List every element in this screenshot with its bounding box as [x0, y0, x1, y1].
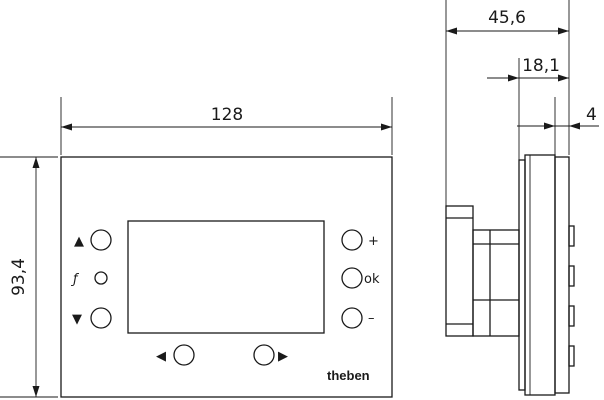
- left-button[interactable]: [173, 344, 195, 366]
- side-view: 45,6 18,1 4: [445, 0, 599, 396]
- service-button[interactable]: [94, 271, 108, 285]
- plus-label: +: [368, 234, 379, 249]
- width-label: 128: [211, 105, 243, 125]
- right-arrow-icon: ▶: [278, 349, 288, 364]
- depth-total-label: 45,6: [488, 8, 526, 28]
- up-button[interactable]: [90, 229, 112, 251]
- down-button[interactable]: [90, 307, 112, 329]
- depth-total-dimension: 45,6: [446, 8, 569, 35]
- height-dimension: 93,4: [0, 156, 58, 398]
- minus-label: –: [368, 311, 375, 326]
- front-view: 128 93,4 ▲ ƒ ▼ + ok – ◀ ▶ theben: [0, 97, 393, 398]
- depth-cover-dimension: 4: [517, 105, 599, 130]
- device-front-frame: [60, 156, 393, 398]
- depth-front-dimension: 18,1: [487, 56, 569, 82]
- ok-button[interactable]: [341, 267, 363, 289]
- right-button[interactable]: [253, 344, 275, 366]
- left-arrow-icon: ◀: [156, 349, 166, 364]
- width-dimension: 128: [60, 97, 393, 155]
- down-arrow-icon: ▼: [72, 312, 82, 327]
- up-arrow-icon: ▲: [74, 234, 84, 249]
- height-label: 93,4: [9, 258, 29, 296]
- brand-logo: theben: [327, 368, 370, 383]
- depth-cover-label: 4: [586, 105, 597, 125]
- minus-button[interactable]: [341, 307, 363, 329]
- display-window: [127, 220, 325, 334]
- wrench-icon: ƒ: [70, 272, 80, 287]
- depth-front-label: 18,1: [522, 56, 560, 76]
- ok-label: ok: [364, 272, 380, 287]
- plus-button[interactable]: [341, 229, 363, 251]
- device-side-profile: [445, 154, 575, 396]
